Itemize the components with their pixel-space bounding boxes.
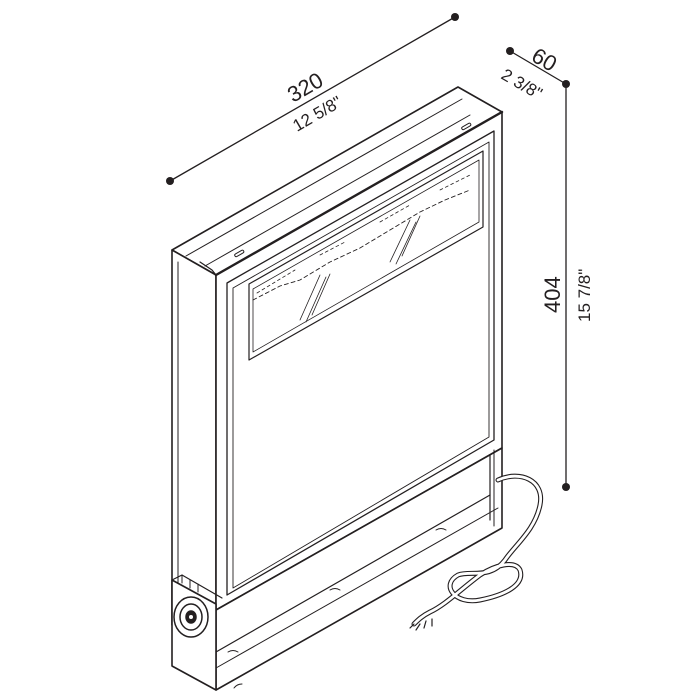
top-slot-left <box>234 249 245 258</box>
depth-dimension: 60 2 3/8" <box>498 43 570 103</box>
depth-inch-label: 2 3/8" <box>498 65 545 103</box>
width-dimension-endpoint-right <box>451 13 459 21</box>
depth-mm-label: 60 <box>528 43 562 77</box>
fixture-outline <box>171 86 504 691</box>
height-dimension: 404 15 7/8" <box>540 83 594 491</box>
lens-window <box>248 150 484 361</box>
width-dimension-line <box>169 16 456 182</box>
connector-gland <box>173 596 209 638</box>
height-inch-label: 15 7/8" <box>575 269 594 322</box>
height-dimension-endpoint-bottom <box>562 483 570 491</box>
height-mm-label: 404 <box>540 276 565 313</box>
lens-reflection <box>299 215 421 323</box>
front-inner-frame <box>226 130 495 596</box>
depth-dimension-line <box>509 50 567 85</box>
top-slot-right <box>461 122 472 131</box>
depth-dimension-endpoint-left <box>506 47 514 55</box>
width-dimension-endpoint-left <box>166 177 174 185</box>
power-cable-icon <box>409 473 544 631</box>
